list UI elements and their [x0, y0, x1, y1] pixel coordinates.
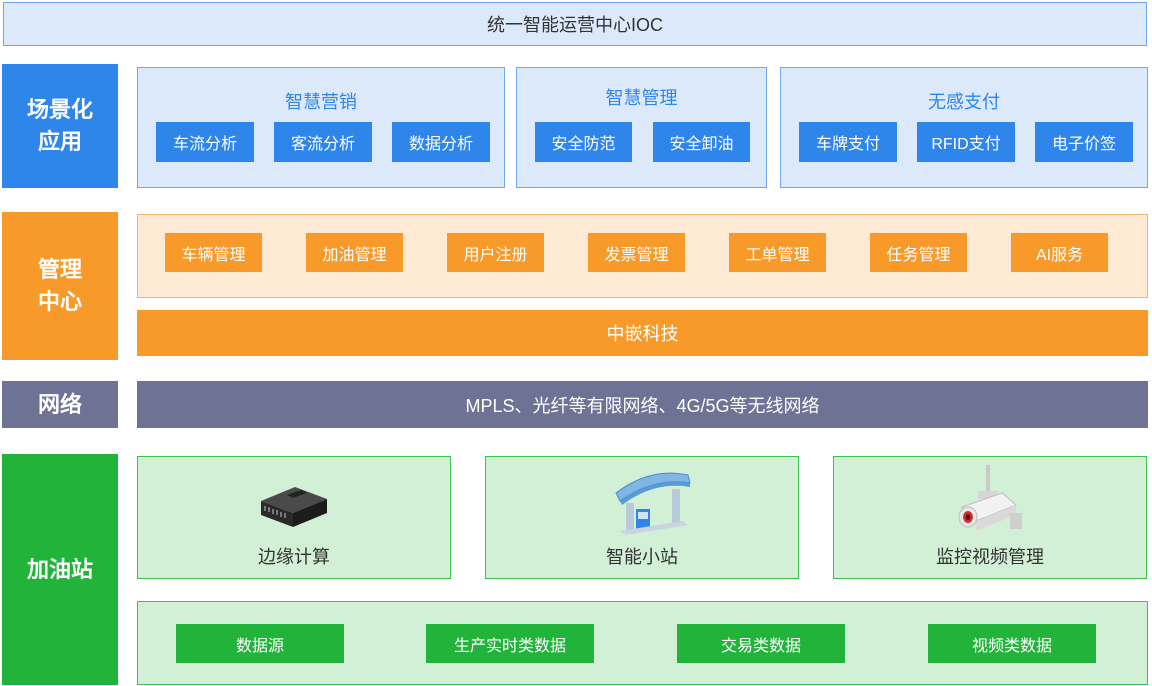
- scene-item-security: 安全防范: [535, 122, 632, 162]
- station-module-kiosk-label: 智能小站: [606, 547, 678, 567]
- data-item-video: 视频类数据: [928, 624, 1096, 663]
- layer-label-network-text: 网络: [37, 391, 82, 417]
- ioc-banner: 统一智能运营中心IOC: [3, 2, 1147, 46]
- scene-item-electronic-price-tag: 电子价签: [1035, 122, 1133, 162]
- network-bar: MPLS、光纤等有限网络、4G/5G等无线网络: [137, 381, 1148, 428]
- data-item-production-realtime: 生产实时类数据: [426, 624, 594, 663]
- mgmt-item-task: 任务管理: [870, 233, 967, 272]
- scene-item-safe-unloading: 安全卸油: [653, 122, 750, 162]
- scene-item-data-analysis: 数据分析: [392, 122, 490, 162]
- layer-label-station: 加油站: [2, 454, 118, 685]
- mgmt-item-invoice: 发票管理: [588, 233, 685, 272]
- mgmt-item-fueling: 加油管理: [306, 233, 403, 272]
- scene-item-traffic-analysis: 车流分析: [156, 122, 254, 162]
- scene-title-marketing: 智慧营销: [285, 92, 357, 112]
- scene-item-rfid-payment: RFID支付: [917, 122, 1015, 162]
- platform-bar: 中嵌科技: [137, 310, 1148, 356]
- station-module-edge: 边缘计算: [137, 456, 451, 579]
- mgmt-item-ai-service: AI服务: [1011, 233, 1108, 272]
- station-module-video-label: 监控视频管理: [936, 547, 1044, 567]
- station-kiosk-icon: [615, 472, 691, 535]
- layer-label-management: 管理 中心: [2, 212, 118, 360]
- layer-label-scene: 场景化 应用: [2, 64, 118, 188]
- mgmt-item-work-order: 工单管理: [729, 233, 826, 272]
- platform-name: 中嵌科技: [606, 324, 679, 344]
- scene-title-management: 智慧管理: [605, 88, 678, 108]
- mgmt-item-vehicle: 车辆管理: [165, 233, 262, 272]
- station-module-edge-label: 边缘计算: [258, 547, 330, 567]
- data-item-transaction: 交易类数据: [677, 624, 845, 663]
- ioc-title: 统一智能运营中心IOC: [486, 15, 663, 35]
- edge-server-icon: [261, 487, 327, 527]
- station-module-video: 监控视频管理: [833, 456, 1147, 579]
- layer-label-management-text: 管理 中心: [37, 257, 82, 314]
- station-module-kiosk: 智能小站: [485, 456, 799, 579]
- layer-label-station-text: 加油站: [26, 556, 93, 582]
- data-item-source: 数据源: [176, 624, 344, 663]
- layer-label-scene-text: 场景化 应用: [26, 97, 93, 154]
- network-text: MPLS、光纤等有限网络、4G/5G等无线网络: [465, 395, 820, 416]
- security-camera-icon: [958, 465, 1022, 531]
- scene-item-customer-analysis: 客流分析: [274, 122, 372, 162]
- scene-item-plate-payment: 车牌支付: [799, 122, 897, 162]
- scene-title-payment: 无感支付: [928, 92, 1000, 112]
- layer-label-network: 网络: [2, 381, 118, 428]
- mgmt-item-user-registration: 用户注册: [447, 233, 544, 272]
